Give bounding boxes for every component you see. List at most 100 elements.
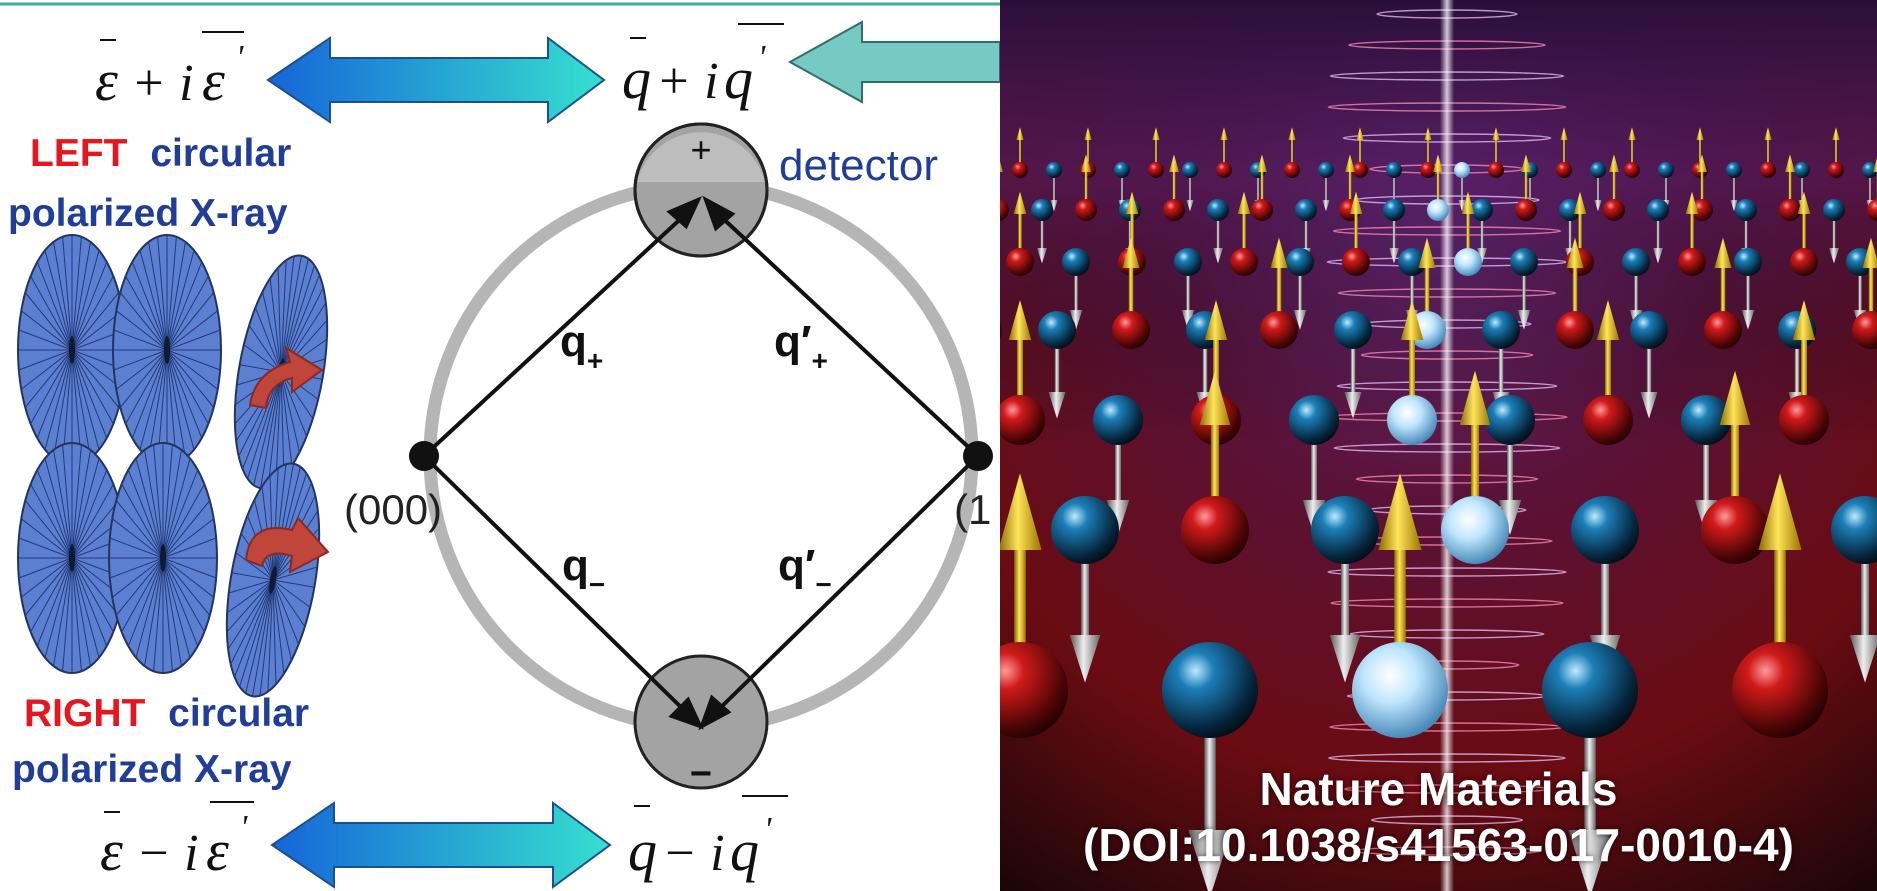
spin-down-arrowhead [1322,200,1330,212]
spin-up-shaft [1563,140,1565,170]
spin-atom [1678,191,1706,276]
atom-sphere [1075,199,1097,221]
polarization-disk [108,442,218,674]
q-prime-minus-arrow [712,454,980,716]
spin-up-arrowhead [1461,191,1475,214]
spin-up-arrowhead [1697,154,1707,172]
q-prime-plus-label: q′+ [774,317,828,376]
spin-atom [1181,370,1249,564]
spin-up-arrowhead [1084,127,1092,140]
spin-atom [1828,127,1844,178]
atom-sphere [1828,162,1844,178]
atom-sphere [1779,395,1829,445]
spin-up-shaft [1578,214,1582,262]
atom-sphere [1148,162,1164,178]
scattering-diagram: ε + i ε ' q + i q ' ε − i ε ' q − i q [0,2,1000,889]
incoming-teal-arrow [787,20,1000,104]
atom-sphere [1488,162,1504,178]
spin-up-arrowhead [1081,154,1091,172]
spin-down-arrowhead [1594,200,1602,212]
atom-sphere [1823,199,1845,221]
spin-down-shaft [1393,170,1395,200]
spin-lattice-art [1000,0,1877,891]
spin-up-arrowhead [1758,473,1802,550]
atom-sphere [1162,642,1258,738]
spin-up-arrowhead [1270,237,1288,268]
spin-up-shaft [1524,172,1528,210]
spin-atom [1260,237,1298,349]
spin-atom [1000,300,1045,445]
spin-down-shaft [1074,262,1078,310]
spin-down-arrowhead [1213,248,1223,264]
svg-text:q: q [724,46,753,111]
right-node-label: (1 [954,486,991,533]
atom-sphere [1658,162,1674,178]
spin-up-arrowhead [1152,127,1160,140]
atom-sphere [1163,199,1185,221]
spin-atom [1779,154,1801,221]
spin-up-shaft [1210,425,1220,530]
spin-up-shaft [1700,172,1704,210]
atom-sphere [1207,199,1229,221]
atom-sphere [1831,496,1877,564]
spin-atom [1012,127,1028,178]
spin-atom [1162,642,1258,891]
detector-top: + [633,122,769,258]
spin-atom [1075,154,1097,221]
q-plus-label: q+ [560,317,603,376]
spin-down-arrowhead [1477,248,1487,264]
atom-sphere [1427,199,1449,221]
spin-down-shaft [1733,170,1735,200]
atom-sphere [1734,248,1762,276]
atom-sphere [1182,162,1198,178]
spin-down-shaft [1121,170,1123,200]
spin-atom [1031,199,1053,264]
spin-down-arrowhead [1653,248,1663,264]
spin-atom [1112,237,1150,349]
spin-up-arrowhead [1257,154,1267,172]
spin-up-arrowhead [1013,191,1027,214]
spin-down-shaft [1646,330,1652,392]
spin-down-shaft [1410,262,1414,310]
spin-atom [1383,199,1405,264]
spin-atom [1691,154,1713,221]
spin-down-arrowhead [1050,200,1058,212]
svg-text:ε: ε [202,48,225,113]
atom-sphere [1454,162,1470,178]
spin-atom [1163,154,1185,221]
spin-atom [1647,199,1669,264]
spin-up-shaft [1424,268,1430,330]
atom-sphere [1387,395,1437,445]
atom-sphere [1571,496,1639,564]
spin-atom [1485,395,1535,535]
spin-up-shaft [1572,268,1578,330]
atom-sphere [1318,162,1334,178]
spin-up-arrowhead [1719,370,1751,425]
spin-up-arrowhead [1400,300,1424,340]
spin-up-arrowhead [1792,300,1816,340]
spin-down-shaft [1186,262,1190,310]
spin-atom [1603,154,1625,221]
atom-sphere [1012,162,1028,178]
spin-down-arrowhead [1069,635,1101,683]
atom-sphere [1038,311,1076,349]
atom-sphere [1284,162,1300,178]
spin-up-arrowhead [1797,191,1811,214]
spin-down-shaft [1665,170,1667,200]
formula-top-right: q + i q ' [622,23,784,111]
svg-text:ε: ε [100,818,123,883]
spin-atom [1510,248,1538,330]
spin-down-shaft [1350,330,1356,392]
arrowhead [702,195,736,232]
spin-atom [1352,127,1368,178]
spin-up-arrowhead [1345,154,1355,172]
antiferromagnet-illustration: Nature Materials (DOI:10.1038/s41563-017… [1000,0,1877,891]
spin-down-arrowhead [1741,310,1755,330]
atom-sphere [1556,162,1572,178]
spin-atom [1454,162,1470,212]
spin-up-shaft [1631,140,1633,170]
spin-atom [1427,154,1449,221]
spin-down-arrowhead [1181,310,1195,330]
atom-sphere [1867,199,1877,221]
spin-up-shaft [1699,140,1701,170]
